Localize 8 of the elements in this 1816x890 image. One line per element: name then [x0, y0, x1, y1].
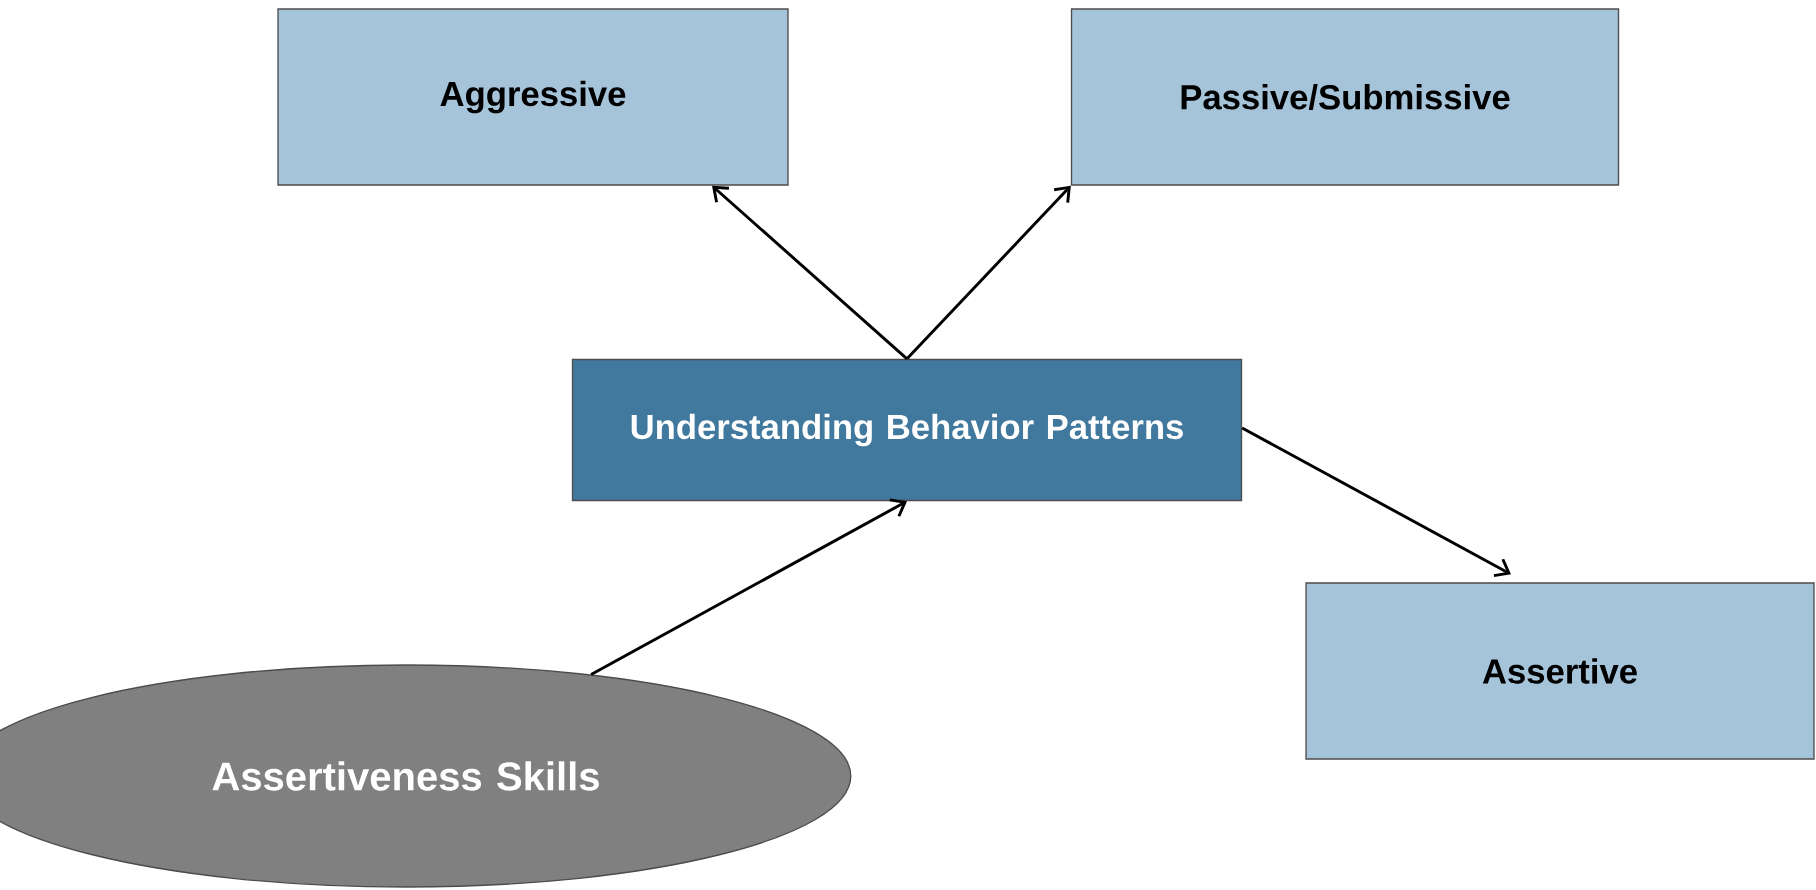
process-box: Aggressive — [277, 8, 789, 186]
arrow — [905, 185, 1071, 360]
process-box: Understanding Behavior Patterns — [571, 358, 1243, 502]
process-box: Passive/Submissive — [1070, 8, 1620, 186]
arrow — [1241, 426, 1511, 578]
arrow — [590, 498, 907, 676]
arrow — [712, 185, 908, 360]
process-box: Assertive — [1305, 582, 1815, 760]
